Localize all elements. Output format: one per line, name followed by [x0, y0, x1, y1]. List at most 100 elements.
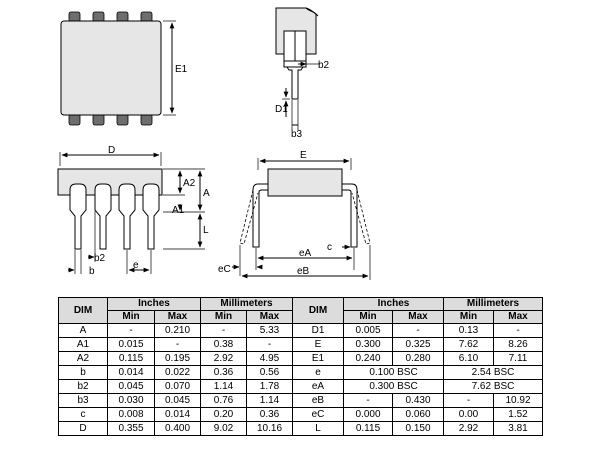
cell-in-max: 0.060 — [392, 407, 444, 422]
header-max: Max — [246, 310, 293, 324]
cell-mm-max: 1.52 — [493, 407, 543, 422]
cell-in-min: 0.030 — [107, 393, 155, 408]
label-L: L — [203, 225, 209, 236]
cell-mm-max: 1.14 — [246, 393, 293, 408]
cell-in-max: 0.325 — [392, 337, 444, 352]
cell-mm-max: 10.92 — [493, 393, 543, 408]
cell-mm-bsc: 2.54 BSC — [443, 365, 543, 380]
cell-mm-bsc: 7.62 BSC — [443, 379, 543, 394]
cell-dim: E — [292, 337, 344, 352]
cell-dim: E1 — [292, 351, 344, 366]
cell-in-max: 0.280 — [392, 351, 444, 366]
header-millimeters: Millimeters — [200, 297, 293, 311]
table-subheader-row: Min Max Min Max Min Max Min Max — [59, 310, 543, 324]
table-row: b2 0.045 0.070 1.14 1.78 eA 0.300 BSC 7.… — [58, 379, 543, 394]
cell-in-max: - — [154, 337, 201, 352]
label-b2-detail: b2 — [318, 60, 330, 71]
table-header-row: DIM Inches Millimeters DIM Inches Millim… — [58, 297, 543, 324]
table-row: A - 0.210 - 5.33 D1 0.005 - 0.13 - — [58, 323, 543, 338]
dimensions-table: DIM Inches Millimeters DIM Inches Millim… — [58, 297, 543, 436]
cell-dim: eC — [292, 407, 344, 422]
header-inches: Inches — [107, 297, 201, 311]
front-pins — [69, 183, 160, 250]
cell-mm-min: 0.36 — [200, 365, 247, 380]
cell-mm-min: - — [443, 393, 494, 408]
cell-in-min: 0.045 — [107, 379, 155, 394]
cell-in-max: 0.195 — [154, 351, 201, 366]
front-view: D A2 A A1 L b2 b e — [57, 145, 210, 277]
cell-in-max: 0.150 — [392, 421, 444, 436]
cell-in-bsc: 0.100 BSC — [343, 365, 444, 380]
cell-in-min: 0.014 — [107, 365, 155, 380]
cell-mm-max: 0.56 — [246, 365, 293, 380]
cell-in-max: 0.210 — [154, 323, 201, 338]
cell-in-max: 0.070 — [154, 379, 201, 394]
cell-in-max: 0.014 — [154, 407, 201, 422]
cell-in-max: - — [392, 323, 444, 338]
cell-dim: A1 — [58, 337, 108, 352]
cell-mm-max: - — [246, 337, 293, 352]
table-row: c 0.008 0.014 0.20 0.36 eC 0.000 0.060 0… — [58, 407, 543, 422]
cell-mm-max: 5.33 — [246, 323, 293, 338]
cell-dim: L — [292, 421, 344, 436]
table-row: A1 0.015 - 0.38 - E 0.300 0.325 7.62 8.2… — [58, 337, 543, 352]
label-A: A — [203, 188, 210, 199]
label-eA: eA — [299, 248, 312, 259]
cell-mm-max: 10.16 — [246, 421, 293, 436]
label-A1: A1 — [172, 205, 185, 216]
cell-mm-max: 8.26 — [493, 337, 543, 352]
label-b: b — [89, 266, 95, 277]
cell-dim: eA — [292, 379, 344, 394]
cell-mm-max: 0.36 — [246, 407, 293, 422]
header-dim: DIM — [292, 297, 344, 324]
header-min: Min — [443, 310, 494, 324]
table-row: D 0.355 0.400 9.02 10.16 L 0.115 0.150 2… — [58, 421, 543, 436]
cell-dim: D — [58, 421, 108, 436]
cell-dim: A2 — [58, 351, 108, 366]
cell-mm-max: 1.78 — [246, 379, 293, 394]
label-A2: A2 — [183, 178, 196, 189]
header-inches: Inches — [343, 297, 444, 311]
cell-dim: c — [58, 407, 108, 422]
package-outline-drawing: E1 b2 D1 b3 D — [57, 7, 371, 280]
cell-mm-max: 7.11 — [493, 351, 543, 366]
table-row: b3 0.030 0.045 0.76 1.14 eB - 0.430 - 10… — [58, 393, 543, 408]
cell-mm-min: 2.92 — [443, 421, 494, 436]
cell-mm-max: 4.95 — [246, 351, 293, 366]
cell-in-max: 0.430 — [392, 393, 444, 408]
cell-in-min: 0.005 — [343, 323, 393, 338]
label-c: c — [327, 242, 332, 253]
label-b3: b3 — [291, 129, 303, 140]
cell-in-min: 0.355 — [107, 421, 155, 436]
label-E1: E1 — [175, 64, 188, 75]
header-min: Min — [200, 310, 247, 324]
cell-dim: e — [292, 365, 344, 380]
cell-mm-min: 2.92 — [200, 351, 247, 366]
label-eB: eB — [297, 266, 310, 277]
cell-dim: b — [58, 365, 108, 380]
cell-mm-min: 0.00 — [443, 407, 494, 422]
header-min: Min — [343, 310, 393, 324]
cell-in-min: 0.240 — [343, 351, 393, 366]
label-E: E — [300, 150, 307, 161]
cell-in-min: - — [343, 393, 393, 408]
cell-dim: D1 — [292, 323, 344, 338]
cell-in-max: 0.045 — [154, 393, 201, 408]
label-eC: eC — [218, 264, 231, 275]
label-D1: D1 — [275, 104, 288, 115]
end-view: E c eA eC eB — [218, 150, 371, 280]
cell-mm-min: 0.20 — [200, 407, 247, 422]
cell-dim: b2 — [58, 379, 108, 394]
header-min: Min — [107, 310, 155, 324]
cell-mm-min: 7.62 — [443, 337, 494, 352]
cell-in-min: 0.300 — [343, 337, 393, 352]
cell-dim: b3 — [58, 393, 108, 408]
label-D: D — [108, 145, 115, 156]
cell-in-bsc: 0.300 BSC — [343, 379, 444, 394]
cell-in-min: 0.008 — [107, 407, 155, 422]
cell-mm-min: 0.76 — [200, 393, 247, 408]
header-max: Max — [493, 310, 543, 324]
header-max: Max — [392, 310, 444, 324]
header-millimeters: Millimeters — [443, 297, 543, 311]
cell-mm-min: 1.14 — [200, 379, 247, 394]
